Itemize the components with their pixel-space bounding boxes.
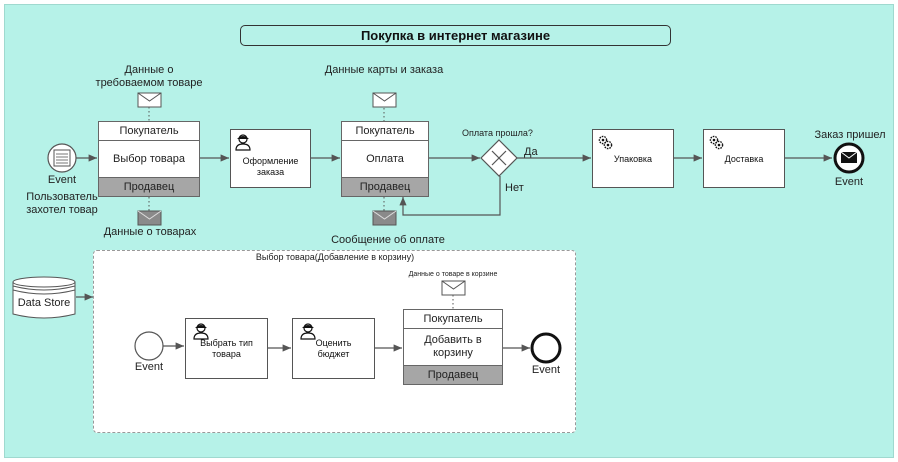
select-msg-top-label: Данные о требоваемом товаре	[89, 64, 209, 90]
service-gear-icon	[709, 135, 724, 150]
start-event-caption: Пользователь захотел товар	[22, 191, 102, 217]
pay-footer: Продавец	[342, 177, 428, 196]
pay-header: Покупатель	[342, 122, 428, 141]
activity-select-product[interactable]: Покупатель Выбор товара Продавец	[98, 121, 200, 197]
task-packing[interactable]: Упаковка	[592, 129, 674, 188]
diagram-title[interactable]: Покупка в интернет магазине	[240, 25, 671, 46]
message-envelope-filled-icon[interactable]	[372, 210, 397, 226]
end-event-label: Event	[834, 176, 864, 188]
task-estimate-budget[interactable]: Оценить бюджет	[292, 318, 375, 379]
select-header: Покупатель	[99, 122, 199, 141]
cart-body-line1: Добавить в	[424, 334, 482, 346]
user-icon	[235, 134, 251, 151]
cart-body: Добавить в корзину	[404, 328, 502, 366]
start-caption-line1: Пользователь	[26, 191, 98, 203]
exclusive-gateway-icon[interactable]	[480, 139, 518, 177]
sub-start-event-icon[interactable]	[134, 331, 164, 361]
choose-label-line1: Выбрать тип	[200, 338, 253, 348]
sub-start-label: Event	[134, 361, 164, 373]
packing-label: Упаковка	[613, 154, 653, 164]
checkout-label-line1: Оформление	[242, 156, 299, 166]
task-checkout[interactable]: Оформление заказа	[230, 129, 311, 188]
end-event-icon[interactable]	[833, 142, 865, 174]
select-msg-top-line1: Данные о	[124, 64, 174, 76]
budget-label-line1: Оценить	[315, 338, 352, 348]
message-envelope-icon[interactable]	[441, 280, 466, 296]
task-delivery[interactable]: Доставка	[703, 129, 785, 188]
start-event-label: Event	[47, 174, 77, 186]
message-envelope-icon[interactable]	[372, 92, 397, 108]
start-caption-line2: захотел товар	[26, 204, 98, 216]
checkout-label: Оформление заказа	[233, 156, 308, 178]
cart-header: Покупатель	[404, 310, 502, 329]
service-gear-icon	[598, 135, 613, 150]
cart-msg-label: Данные о товаре в корзине	[408, 271, 498, 278]
budget-label: Оценить бюджет	[295, 338, 372, 360]
activity-payment[interactable]: Покупатель Оплата Продавец	[341, 121, 429, 197]
data-store-label: Data Store	[17, 297, 71, 309]
pay-body: Оплата	[366, 153, 404, 165]
subprocess-title: Выбор товара(Добавление в корзину)	[255, 252, 415, 262]
cart-body-line2: корзину	[433, 347, 473, 359]
pay-msg-top-label: Данные карты и заказа	[324, 64, 444, 76]
message-envelope-icon[interactable]	[137, 92, 162, 108]
select-body: Выбор товара	[113, 153, 185, 165]
user-icon	[300, 323, 316, 340]
sub-end-event-icon[interactable]	[530, 332, 562, 364]
budget-label-line2: бюджет	[317, 349, 350, 359]
select-footer: Продавец	[99, 177, 199, 196]
select-msg-bottom-label: Данные о товарах	[103, 226, 197, 238]
select-msg-top-line2: требоваемом товаре	[95, 77, 203, 89]
task-choose-type[interactable]: Выбрать тип товара	[185, 318, 268, 379]
gateway-yes-label: Да	[524, 146, 538, 158]
user-icon	[193, 323, 209, 340]
gateway-no-label: Нет	[505, 182, 524, 194]
delivery-label: Доставка	[724, 154, 764, 164]
checkout-label-line2: заказа	[256, 167, 285, 177]
flow-gateway-retry[interactable]	[399, 176, 501, 216]
cart-footer: Продавец	[404, 365, 502, 384]
activity-add-to-cart[interactable]: Покупатель Добавить в корзину Продавец	[403, 309, 503, 385]
end-event-caption: Заказ пришел	[814, 129, 886, 141]
start-event-icon[interactable]	[47, 143, 77, 173]
data-store-icon[interactable]	[12, 276, 76, 319]
message-envelope-filled-icon[interactable]	[137, 210, 162, 226]
choose-type-label: Выбрать тип товара	[188, 338, 265, 360]
sub-end-label: Event	[531, 364, 561, 376]
pay-msg-bottom-label: Сообщение об оплате	[331, 234, 445, 246]
choose-label-line2: товара	[212, 349, 241, 359]
gateway-question: Оплата прошла?	[462, 128, 533, 138]
